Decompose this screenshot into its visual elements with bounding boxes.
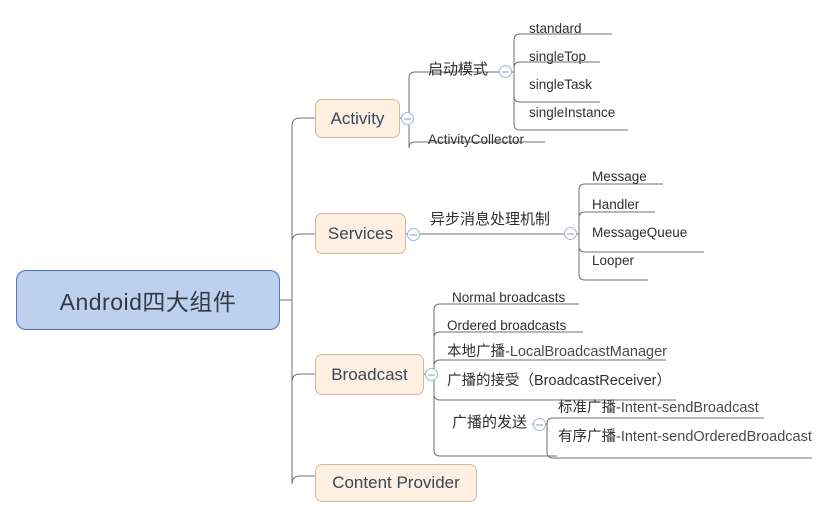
leaf-local-broadcast-en: -LocalBroadcastManager: [505, 344, 668, 360]
root-node[interactable]: Android四大组件: [16, 270, 280, 330]
collapse-icon-services[interactable]: [407, 228, 420, 241]
branch-node-services[interactable]: Services: [315, 213, 406, 254]
leaf-activity-collector[interactable]: ActivityCollector: [428, 132, 525, 147]
leaf-async-message-mechanism[interactable]: 异步消息处理机制: [430, 211, 551, 228]
leaf-message[interactable]: Message: [592, 169, 647, 184]
leaf-normal-broadcasts[interactable]: Normal broadcasts: [452, 290, 566, 305]
leaf-single-task[interactable]: singleTask: [529, 77, 593, 92]
leaf-ordered-broadcasts[interactable]: Ordered broadcasts: [447, 318, 567, 333]
leaf-looper[interactable]: Looper: [592, 253, 635, 268]
leaf-ordered-broadcast-en: -Intent-sendOrderedBroadcast: [616, 429, 812, 445]
leaf-standard-broadcast-cn: 标准广播: [558, 400, 616, 416]
leaf-standard-broadcast-en: -Intent-sendBroadcast: [616, 400, 759, 416]
leaf-handler[interactable]: Handler: [592, 197, 640, 212]
leaf-single-instance[interactable]: singleInstance: [529, 105, 616, 120]
branch-node-broadcast[interactable]: Broadcast: [315, 354, 424, 395]
collapse-icon-async[interactable]: [564, 227, 577, 240]
leaf-ordered-broadcast-cn: 有序广播: [558, 429, 616, 445]
leaf-standard[interactable]: standard: [529, 21, 582, 36]
leaf-single-top[interactable]: singleTop: [529, 49, 587, 64]
branch-node-content-provider[interactable]: Content Provider: [315, 464, 477, 502]
leaf-message-queue[interactable]: MessageQueue: [592, 225, 688, 240]
leaf-local-broadcast[interactable]: 本地广播-LocalBroadcastManager: [447, 345, 667, 360]
collapse-icon-launch-mode[interactable]: [499, 65, 512, 78]
leaf-standard-broadcast[interactable]: 标准广播-Intent-sendBroadcast: [558, 401, 759, 416]
leaf-local-broadcast-cn: 本地广播: [447, 344, 505, 360]
collapse-icon-activity[interactable]: [401, 112, 414, 125]
collapse-icon-broadcast[interactable]: [425, 368, 438, 381]
collapse-icon-broadcast-send[interactable]: [533, 418, 546, 431]
leaf-broadcast-send[interactable]: 广播的发送: [452, 414, 528, 431]
leaf-broadcast-receiver[interactable]: 广播的接受（BroadcastReceiver）: [447, 373, 671, 389]
branch-node-activity[interactable]: Activity: [315, 99, 400, 138]
leaf-launch-mode[interactable]: 启动模式: [428, 61, 489, 78]
leaf-ordered-broadcast[interactable]: 有序广播-Intent-sendOrderedBroadcast: [558, 430, 812, 445]
